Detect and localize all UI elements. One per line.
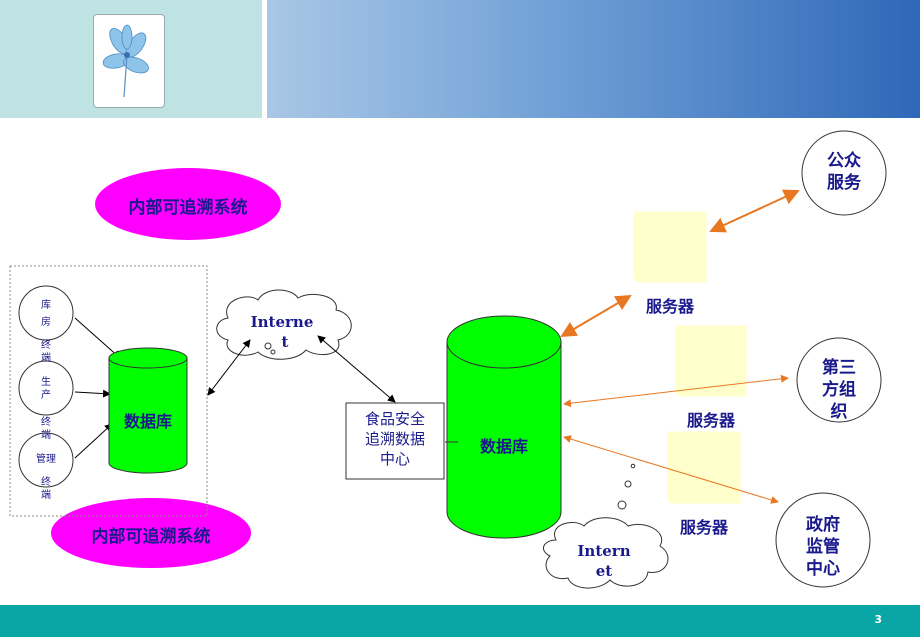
public-service-circle (801, 130, 887, 216)
server-3-label: 服务器 (679, 518, 728, 537)
internal-system-bottom-label: 内部可追溯系统 (91, 527, 211, 547)
left-database-label: 数据库 (123, 412, 172, 431)
server-1-label: 服务器 (645, 297, 694, 316)
third-party-circle (796, 337, 882, 423)
management-terminal-label: 管理 终端 (36, 454, 56, 501)
page-number: 3 (874, 613, 882, 626)
traceability-center-label: 食品安全追溯数据中心 (364, 410, 425, 468)
main-database-label: 数据库 (479, 437, 528, 456)
internal-system-top-label: 内部可追溯系统 (128, 198, 248, 218)
gov-supervision-circle (775, 492, 871, 588)
server-2-label: 服务器 (686, 411, 735, 430)
third-party-label: 第三方组织 (822, 358, 856, 422)
traceability-center-box (345, 402, 445, 480)
internal-system-top-ellipse (95, 168, 281, 240)
gov-supervision-label: 政府监管中心 (806, 515, 840, 579)
main-database-cylinder (446, 315, 562, 539)
server-3-shape (667, 431, 741, 504)
server-2-shape (675, 325, 747, 397)
footer-bar: 3 (0, 605, 920, 637)
warehouse-terminal-circle (18, 285, 74, 341)
internet-cloud-bottom (542, 517, 669, 589)
internal-system-boundary (9, 265, 208, 517)
flower-logo-icon (93, 14, 165, 108)
warehouse-terminal-label: 库房 终端 (41, 300, 51, 364)
management-terminal-circle (18, 432, 74, 488)
header-separator (262, 0, 267, 118)
server-1-shape (633, 211, 707, 283)
public-service-label: 公众服务 (827, 151, 861, 193)
production-terminal-label: 生产 终端 (41, 377, 51, 441)
left-database-cylinder (108, 347, 188, 474)
header-right-banner (267, 0, 920, 118)
production-terminal-circle (18, 360, 74, 416)
